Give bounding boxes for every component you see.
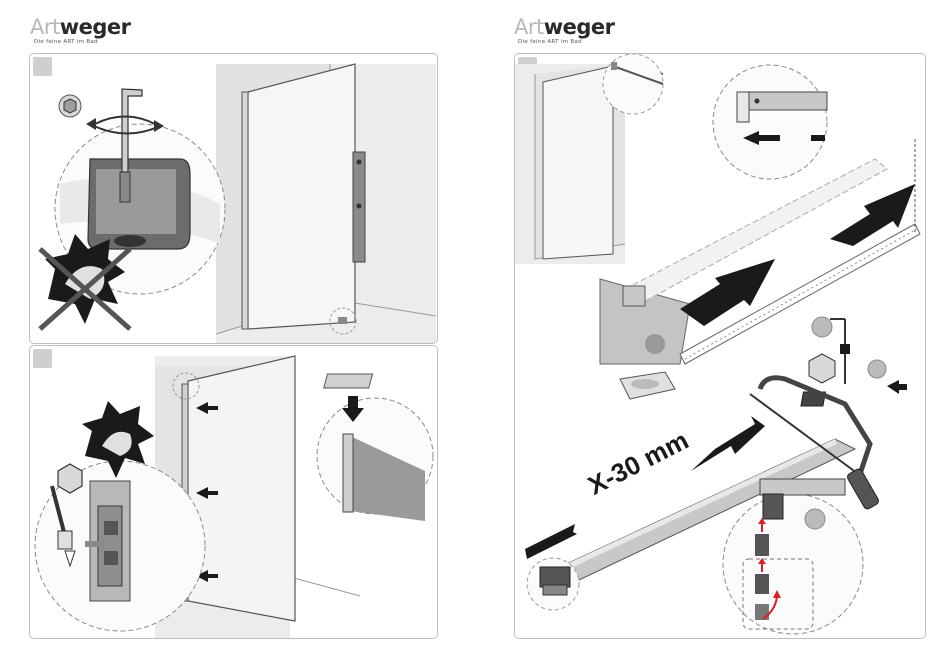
step-3-illustration xyxy=(515,54,925,638)
step-panel-1 xyxy=(29,53,438,344)
step-panel-3: X-30 mm xyxy=(514,53,926,639)
brand-art: Art xyxy=(30,15,60,39)
brand-art: Art xyxy=(514,15,544,39)
brand-logo-right: Artweger Die feine ART im Bad xyxy=(514,17,615,45)
step-2-illustration xyxy=(30,346,437,638)
step-panel-2 xyxy=(29,345,438,639)
step-1-illustration xyxy=(30,54,437,343)
brand-weger: weger xyxy=(60,15,131,39)
brand-tagline: Die feine ART im Bad xyxy=(518,39,615,45)
brand-tagline: Die feine ART im Bad xyxy=(34,39,131,45)
brand-logo-left: Artweger Die feine ART im Bad xyxy=(30,17,131,45)
brand-weger: weger xyxy=(544,15,615,39)
